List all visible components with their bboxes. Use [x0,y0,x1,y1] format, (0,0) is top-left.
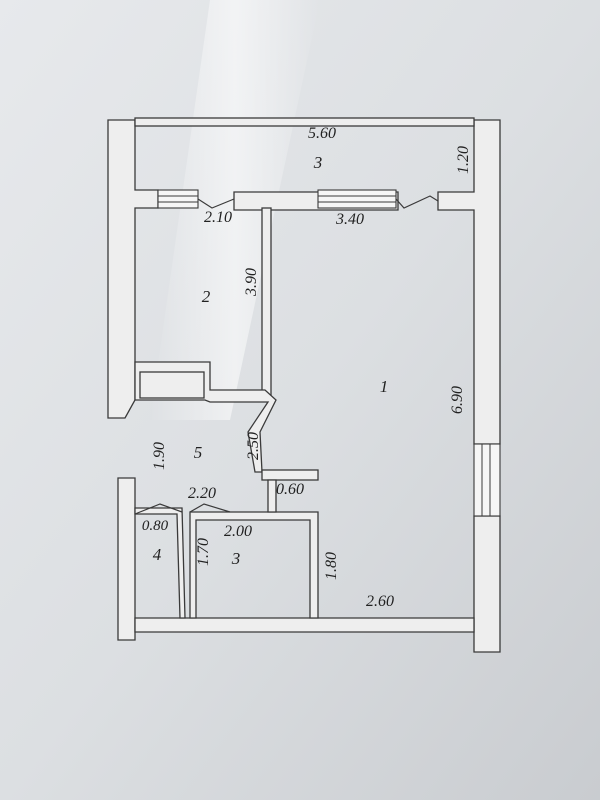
wall-left-upper [107,119,159,419]
door-toilet [134,503,183,515]
wall-left-lower [117,477,136,641]
dimension-label: 0.80 [142,518,169,534]
closet-block [139,371,205,399]
room-label-4: 4 [153,545,162,564]
dimension-label: 3.40 [335,211,364,228]
wall-stub [261,469,319,481]
dimension-label: 2.60 [366,593,394,610]
window-right-wall [473,443,501,517]
wall-corridor [267,479,277,513]
room-label-5: 5 [194,443,203,462]
wall-bottom [134,617,475,633]
room-label-2: 2 [202,287,211,306]
dimension-label: 3.90 [243,268,260,297]
window-balcony-left [157,189,199,209]
room-label-3-balcony: 3 [313,153,323,172]
wall-room2-room1 [261,207,272,401]
balcony-rail [134,117,475,127]
window-balcony-center [317,189,397,209]
dimension-label: 1.20 [455,146,472,174]
dimension-label: 5.60 [308,125,336,142]
wall-right-lower [473,515,501,653]
room-label-1: 1 [380,377,389,396]
dimension-label: 6.90 [449,386,466,414]
dimension-label: 1.90 [151,442,168,470]
dimension-label: 2.50 [245,432,262,460]
dimension-label: 2.10 [204,209,232,226]
dimension-label: 2.00 [224,523,252,540]
door-bathroom [189,503,231,513]
door-balcony-left [197,198,235,209]
room-label-3-bath: 3 [231,549,241,568]
dimension-label: 0.60 [276,481,304,498]
dimension-label: 1.70 [195,538,212,566]
wall-right-upper [437,119,501,445]
dimension-label: 2.20 [188,485,216,502]
dimension-label: 1.80 [323,552,340,580]
door-balcony-right [395,195,439,209]
wall-bathroom [189,511,319,619]
